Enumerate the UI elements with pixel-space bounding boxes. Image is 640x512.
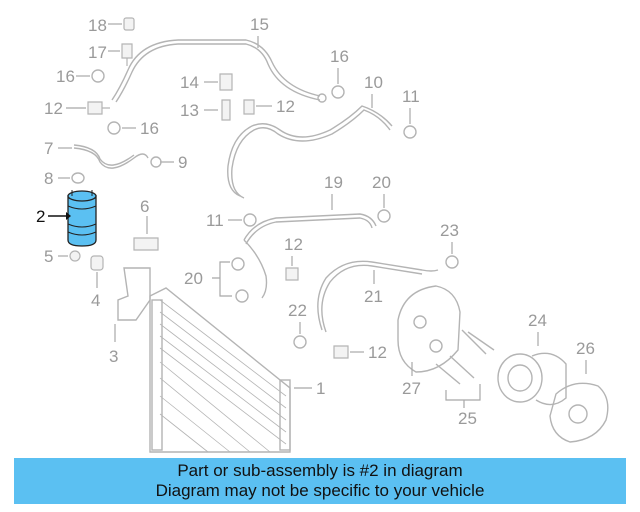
callout-26: 26 [576,339,595,358]
callout-4: 4 [91,291,100,310]
leader-2-arrow [66,212,71,220]
part-21-hose [317,260,439,331]
part-10-hose [227,105,393,197]
part-15-hose [111,39,321,101]
callout-9: 9 [178,153,187,172]
part-13-valve [221,99,231,121]
part-24-compressor [497,352,567,406]
info-banner: Part or sub-assembly is #2 in diagram Di… [14,458,626,504]
callout-6: 6 [140,197,149,216]
callout-19: 19 [324,173,343,192]
callout-15: 15 [250,15,269,34]
part-20-a-o-ring [377,209,391,223]
part-4-bracket-grommet [90,255,104,271]
part-14-cap [219,73,233,91]
callout-1: 1 [316,379,325,398]
callout-3: 3 [109,347,118,366]
part-16-c-o-ring [331,85,345,99]
callout-23: 23 [440,221,459,240]
callout-21: 21 [364,287,383,306]
part-25-bolts [435,329,495,385]
part-12-b-switch [243,99,255,115]
part-18 [123,17,135,31]
part-20-b-o-ring-1 [231,257,245,271]
callout-2: 2 [36,207,45,226]
banner-line-1: Part or sub-assembly is #2 in diagram [177,461,463,480]
part-7-liquid-line [73,147,149,169]
callout-11-b: 11 [206,211,224,230]
part-5-cap [69,250,81,262]
callout-5: 5 [44,247,53,266]
callout-20-b: 20 [184,269,203,288]
part-23-o-ring [445,255,459,269]
part-12-a [87,101,110,115]
callout-13: 13 [180,101,199,120]
callout-24: 24 [528,311,547,330]
banner-line-2: Diagram may not be specific to your vehi… [155,481,485,500]
callout-11-a: 11 [402,87,420,106]
callout-27: 27 [402,379,421,398]
part-6-clip [133,237,159,251]
part-20-b-o-ring-2 [235,289,249,303]
part-19-hose [243,213,377,241]
callout-12-a: 12 [44,99,63,118]
callout-16-b: 16 [140,119,159,138]
part-3-bracket [117,267,151,321]
part-1-condenser [149,287,291,453]
callout-25: 25 [458,409,477,428]
part-27-bracket [397,285,461,373]
leader-25 [445,384,481,408]
part-2-receiver-drier[interactable] [67,190,97,247]
part-16-b-o-ring [107,121,121,135]
part-11-a-o-ring [403,125,417,139]
part-8-o-ring [71,172,85,184]
callout-12-b: 12 [276,97,295,116]
callout-16-a: 16 [56,67,75,86]
callout-12-c: 12 [284,235,303,254]
callout-16-c: 16 [330,47,349,66]
part-9-o-ring [150,156,162,168]
callout-17: 17 [88,43,107,62]
callout-18: 18 [88,16,107,35]
part-26-compressor [549,382,609,443]
part-22-o-ring [293,335,307,349]
parts-diagram: 2 18 17 16 12 16 7 9 8 5 4 6 3 15 16 14 [36,15,609,453]
leader-20-b [212,261,232,297]
callout-14: 14 [180,73,199,92]
callout-20-a: 20 [372,173,391,192]
part-12-c-sensor [285,267,299,281]
callout-22: 22 [288,301,307,320]
part-16-a-o-ring [91,69,105,83]
part-12-d-fitting [333,345,349,359]
callout-12-d: 12 [368,343,387,362]
callout-8: 8 [44,169,53,188]
callout-10: 10 [364,73,383,92]
part-17 [121,43,133,66]
callout-7: 7 [44,139,53,158]
part-11-b-o-ring [243,213,257,227]
